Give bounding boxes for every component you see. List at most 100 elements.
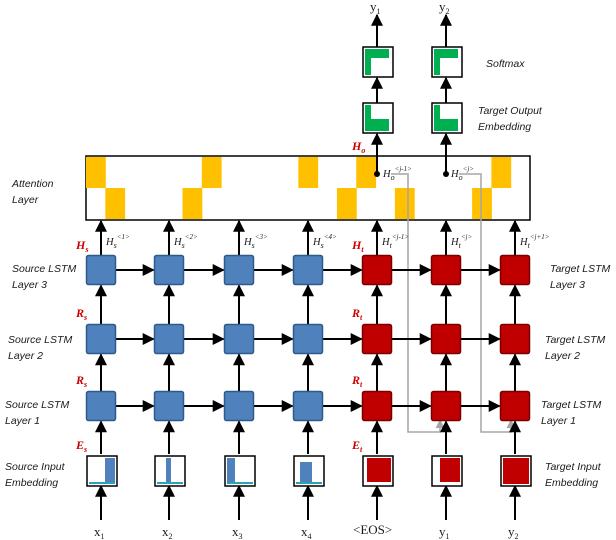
target-lstm-node	[361, 323, 393, 355]
hs-symbol: Hs	[75, 238, 88, 254]
source-state-label: Hs<1>	[105, 233, 130, 250]
target-lstm-node	[499, 254, 531, 286]
target-lstm-node	[430, 323, 462, 355]
source-embedding-fill	[166, 458, 171, 484]
softmax-fill	[371, 49, 389, 58]
ht-symbol: Ht	[351, 238, 364, 254]
target-lstm-node	[361, 390, 393, 422]
target-lstm-1-label-1: Target LSTM	[541, 399, 602, 411]
source-embedding-fill	[105, 458, 115, 484]
softmax-fill	[440, 49, 458, 58]
attention-cell	[356, 157, 377, 188]
source-input-token: x2	[162, 524, 173, 540]
rs-symbol-layer2: Rs	[75, 306, 87, 322]
attention-cell	[201, 157, 222, 188]
target-lstm-1-label-2: Layer 1	[541, 415, 576, 427]
target-output-embedding-label-2: Embedding	[478, 121, 531, 133]
et-symbol: Et	[351, 438, 363, 454]
target-input-embedding-label-1: Target Input	[545, 461, 602, 473]
target-input-token: <EOS>	[353, 522, 392, 537]
source-lstm-node	[292, 390, 324, 422]
es-symbol: Es	[75, 438, 87, 454]
ho-state-label: Ho<j>	[450, 165, 474, 182]
source-lstm-node	[85, 390, 117, 422]
target-embedding-fill	[367, 458, 391, 482]
source-input-token: x1	[94, 524, 105, 540]
attention-layer	[85, 155, 531, 221]
source-lstm-node	[85, 323, 117, 355]
target-lstm-node	[430, 390, 462, 422]
source-embedding-fill	[300, 462, 312, 482]
target-lstm-node	[499, 390, 531, 422]
target-state-label: Ht<j>	[450, 233, 472, 250]
target-output-embedding-label-1: Target Output	[478, 105, 543, 117]
source-state-label: Hs<2>	[173, 233, 198, 250]
target-state-label: Ht<j-1>	[381, 233, 409, 250]
attention-cell	[472, 188, 492, 219]
source-embedding-fill	[89, 482, 115, 484]
target-state-label: Ht<j+1>	[519, 233, 550, 250]
softmax-fill	[434, 49, 440, 75]
source-lstm-1-label-1: Source LSTM	[5, 399, 69, 411]
softmax-fill	[365, 49, 371, 75]
source-lstm-2-label-2: Layer 2	[8, 350, 43, 362]
attention-output-dot	[443, 171, 449, 177]
source-lstm-3-label-1: Source LSTM	[12, 263, 76, 275]
source-input-embedding-label-1: Source Input	[5, 461, 66, 473]
target-input-token: y1	[439, 524, 450, 540]
rs-symbol-layer1: Rs	[75, 373, 87, 389]
target-lstm-node	[499, 323, 531, 355]
source-lstm-node	[153, 390, 185, 422]
source-input-embedding-label-2: Embedding	[5, 477, 58, 489]
attention-output-dot	[374, 171, 380, 177]
source-lstm-node	[153, 323, 185, 355]
source-lstm-2-label-1: Source LSTM	[8, 334, 72, 346]
source-lstm-1-label-2: Layer 1	[5, 415, 40, 427]
target-lstm-3-label-1: Target LSTM	[550, 263, 611, 275]
attention-layer-label-2: Layer	[12, 194, 39, 206]
source-embedding-fill	[227, 482, 253, 484]
target-embedding-fill	[503, 458, 529, 484]
target-embedding-fill	[440, 458, 460, 482]
left-labels: Attention Layer Source LSTM Layer 3 Sour…	[5, 178, 76, 489]
attention-cell	[336, 188, 357, 219]
attention-cell	[105, 188, 126, 219]
output-embedding-fill	[371, 119, 389, 131]
output-embedding-fill	[365, 105, 371, 131]
target-lstm-3-label-2: Layer 3	[550, 279, 585, 291]
source-lstm-node	[223, 254, 255, 286]
attention-cell	[491, 157, 512, 188]
source-lstm-node	[85, 254, 117, 286]
source-input-token: x3	[232, 524, 243, 540]
ho-state-label: Ho<j-1>	[382, 165, 412, 182]
source-embedding-fill	[157, 482, 183, 484]
source-input-token: x4	[301, 524, 312, 540]
attention-cell	[394, 188, 415, 219]
target-lstm-2-label-2: Layer 2	[545, 350, 580, 362]
attention-cell	[298, 157, 319, 188]
output-token: y2	[439, 0, 450, 16]
source-lstm-node	[223, 390, 255, 422]
source-lstm-node	[153, 254, 185, 286]
ho-symbol: Ho	[351, 139, 365, 155]
source-state-label: Hs<3>	[243, 233, 268, 250]
softmax-label: Softmax	[486, 58, 525, 70]
source-lstm-node	[292, 323, 324, 355]
rt-symbol-layer2: Rt	[351, 306, 363, 322]
rt-symbol-layer1: Rt	[351, 373, 363, 389]
target-input-token: y2	[508, 524, 519, 540]
source-embedding-fill	[296, 482, 322, 484]
source-lstm-3-label-2: Layer 3	[12, 279, 47, 291]
attention-layer-label-1: Attention	[11, 178, 54, 190]
source-lstm-node	[223, 323, 255, 355]
attention-cell	[86, 157, 106, 188]
target-lstm-node	[361, 254, 393, 286]
output-embedding-fill	[440, 119, 458, 131]
attention-cell	[182, 188, 203, 219]
right-labels: Softmax Target Output Embedding Target L…	[478, 58, 611, 489]
source-embedding-fill	[227, 458, 235, 482]
target-lstm-2-label-1: Target LSTM	[545, 334, 606, 346]
output-token: y1	[370, 0, 381, 16]
